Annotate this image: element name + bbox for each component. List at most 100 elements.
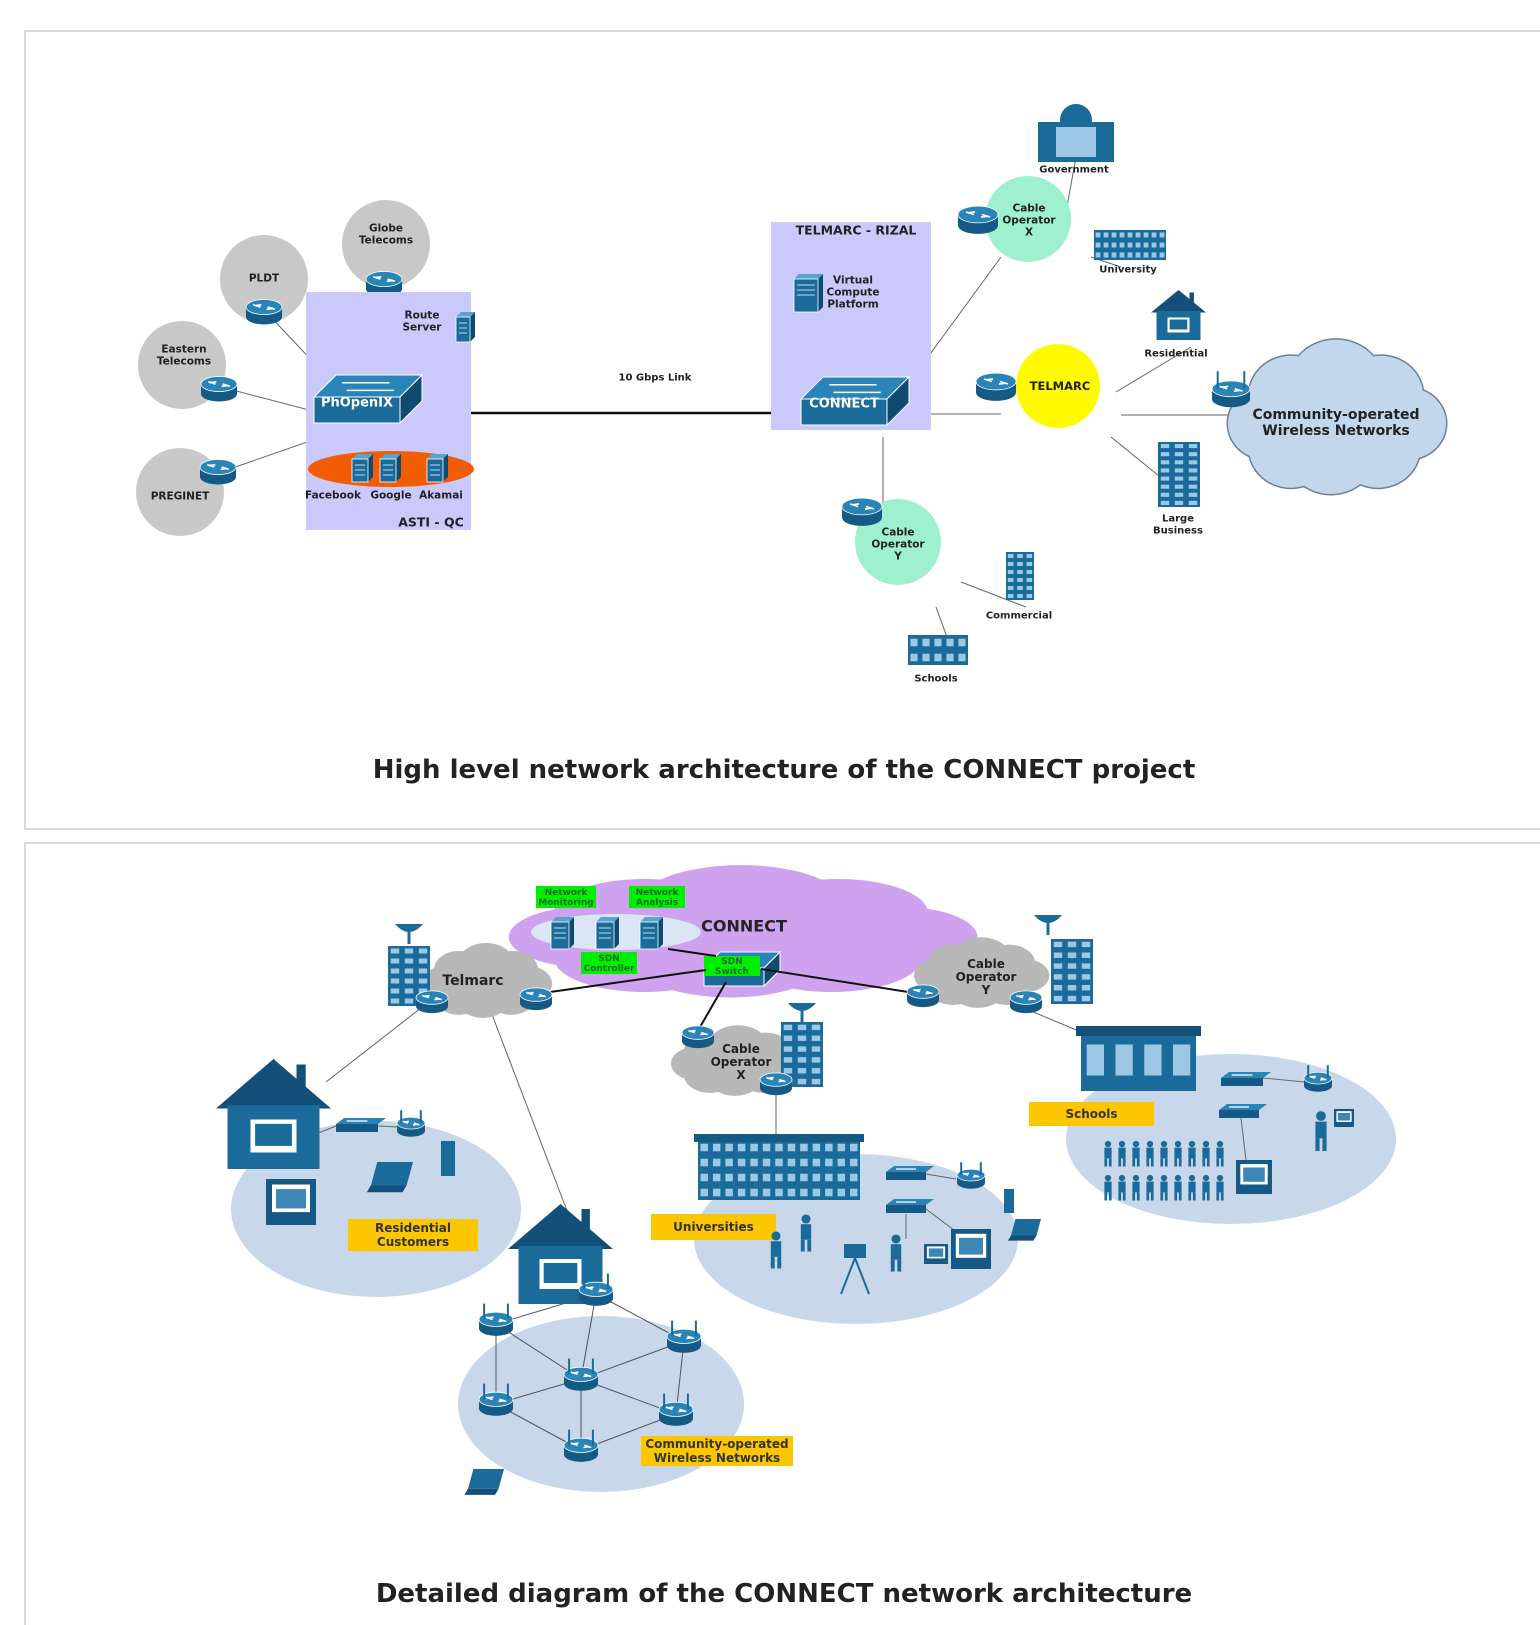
phopenix-switch-icon [312,373,424,425]
label-badge [1029,1102,1154,1126]
mesh-router-5 [478,1383,514,1416]
student-icon [1146,1140,1154,1167]
residential-phone-icon [441,1141,455,1176]
student-icon [1104,1174,1112,1201]
service-badge [536,886,596,908]
residential-house-icon [216,1059,331,1169]
residential-label: Residential [1144,349,1207,360]
student-icon [1132,1174,1140,1201]
student-icon [1216,1174,1224,1201]
peer-pldt-label: PLDT [249,273,280,285]
cable-y-cloud-shape [914,937,1050,1008]
student-icon [1160,1174,1168,1201]
student-icon [1118,1140,1126,1167]
university-wireless-router [956,1162,986,1189]
student-icon [1188,1174,1196,1201]
school-tv-icon [1236,1160,1272,1194]
school-modem-1 [1221,1072,1271,1086]
cable-x-cloud-shape [671,1025,807,1096]
cdn-google-label: Google [370,490,411,502]
router-cable-y [841,497,883,526]
figure-caption-detailed: Detailed diagram of the CONNECT network … [375,1579,1193,1609]
university-workstation-icon [924,1244,948,1264]
school-wireless-router [1303,1065,1333,1092]
student-icon [1146,1174,1154,1201]
connection-line [377,1125,399,1128]
community-laptop-icon [464,1469,504,1495]
cdn-facebook-label: Facebook [305,490,362,502]
university-tv-icon [951,1229,991,1269]
cable-y-dish-icon [1034,915,1062,935]
student-icon [1174,1174,1182,1201]
router-cable-x [957,205,999,234]
connection-line [580,1340,685,1380]
schools-site: Schools [1029,1026,1354,1201]
mesh-router-7 [563,1429,599,1462]
router-community [1211,371,1251,408]
cable-y-router [906,984,940,1008]
router-pldt [245,299,283,325]
government-endpoint: Government [1038,104,1114,176]
peer-pldt: PLDT [220,235,308,323]
service-badge [581,952,637,974]
student-icon [1202,1140,1210,1167]
telmarc-label: TELMARC [1030,379,1091,393]
connection-line [1262,1077,1305,1083]
connection-line [487,1003,575,1230]
mesh-router-2 [578,1273,614,1306]
student-icon [1118,1174,1126,1201]
telmarc-edge-router [415,990,449,1014]
label-badge [641,1436,793,1466]
cable-x-router [681,1025,715,1049]
university-student-icon [890,1234,902,1272]
university-person-1 [770,1231,782,1269]
mesh-router-1 [478,1303,514,1336]
residential-house-icon [1151,290,1206,340]
peer-preginet-label: PREGINET [151,491,210,503]
router-eastern [200,376,238,402]
mesh-router-3 [666,1320,702,1353]
student-icon [1160,1140,1168,1167]
connection-line [667,948,717,957]
university-building-icon [1094,230,1166,260]
label-badge [651,1214,776,1240]
school-workstation-icon [1334,1109,1354,1127]
monitoring-server-icon [550,917,574,950]
connection-line [315,1125,337,1135]
schools-label-text: Schools [1065,1107,1117,1121]
school-building-icon [1081,1029,1196,1091]
universities-site: Universities [651,1134,1041,1295]
connect-switch-icon [799,375,911,427]
schools-label: Schools [914,674,957,685]
residential-modem-icon [336,1118,386,1132]
phopenix-label: PhOpenIX [321,396,393,411]
schools-building-icon [908,635,968,665]
mesh-router-4 [563,1358,599,1391]
connection-line [695,981,727,1035]
university-building-icon [698,1140,860,1200]
university-modem-1 [886,1166,934,1180]
connect-cloud-label: CONNECT [701,917,787,936]
